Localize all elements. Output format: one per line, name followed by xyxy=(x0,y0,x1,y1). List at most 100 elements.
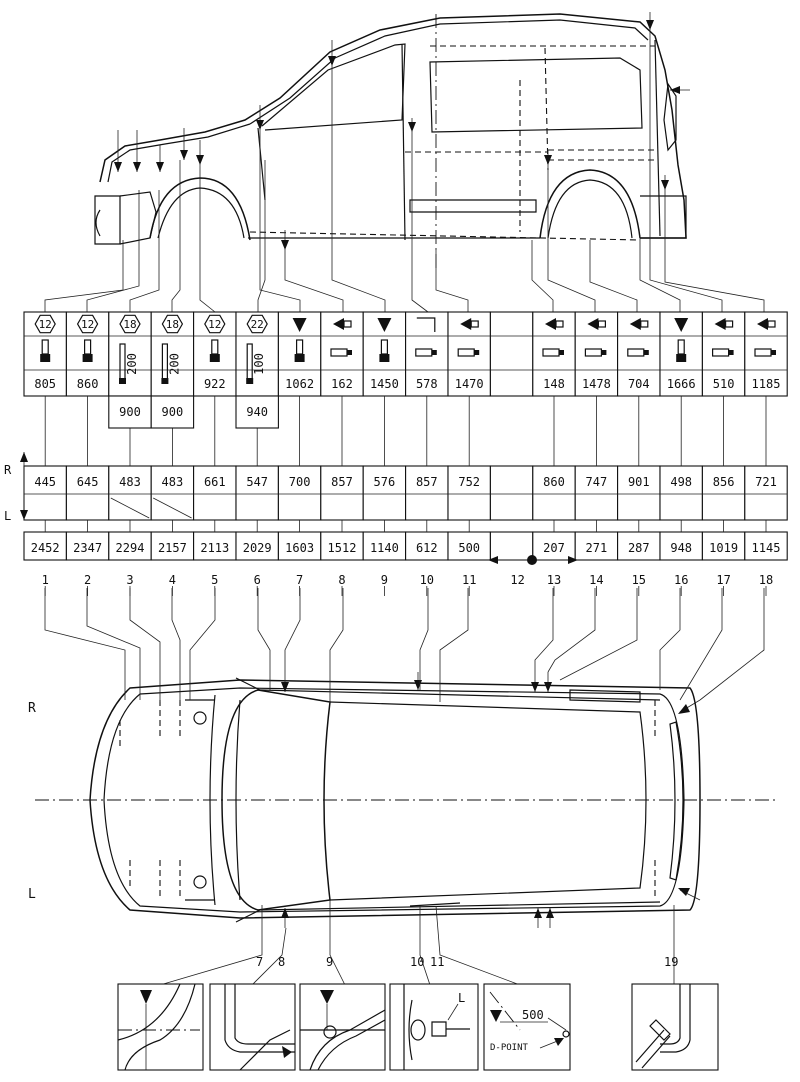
datum-dot xyxy=(527,555,537,565)
detail-point-7 xyxy=(117,983,204,1071)
table-cell-length xyxy=(617,531,661,561)
height-value: 578 xyxy=(416,377,438,391)
width-value: 747 xyxy=(586,475,608,489)
length-value: 1512 xyxy=(328,541,357,555)
extension-bar-base xyxy=(119,378,126,384)
length-value: 271 xyxy=(586,541,608,555)
extra-height-value: 940 xyxy=(246,405,268,419)
extra-height-cell xyxy=(235,395,279,429)
bolt-size-label: 18 xyxy=(166,318,179,331)
length-value: 948 xyxy=(670,541,692,555)
side-label-right-upper: R xyxy=(4,463,12,477)
table-cell-width xyxy=(362,465,407,521)
arrow-left-icon xyxy=(714,318,726,330)
extension-length: 200 xyxy=(125,353,139,375)
table-cell-width xyxy=(277,465,322,521)
bottom-callouts: 7 8 9 10 11 19 xyxy=(159,900,678,986)
detail-dpoint: D-POINT xyxy=(490,1043,529,1053)
extra-height-value: 900 xyxy=(162,405,184,419)
side-adapter-tip xyxy=(728,350,734,355)
callout-19: 19 xyxy=(664,955,678,969)
side-adapter-tip xyxy=(431,350,437,355)
table-cell-length xyxy=(532,531,576,561)
point-number: 7 xyxy=(296,573,303,587)
arrow-down-icon xyxy=(674,318,689,332)
height-value: 922 xyxy=(204,377,226,391)
detail-boxes: L 500 D-POINT xyxy=(117,983,719,1071)
measurement-table: 1280544524521128606452347218200900483229… xyxy=(23,311,788,596)
point-number: 8 xyxy=(338,573,345,587)
point-number: 16 xyxy=(674,573,688,587)
width-side-marker: R L xyxy=(4,452,28,523)
detail-point-10: L xyxy=(389,983,479,1071)
width-value: 498 xyxy=(670,475,692,489)
table-cell-length xyxy=(320,531,364,561)
arrow-left-icon xyxy=(333,318,344,330)
extra-height-value: 900 xyxy=(119,405,141,419)
arrow-left-icon xyxy=(587,318,599,330)
bolt-size-hex-icon xyxy=(161,314,184,334)
height-value: 805 xyxy=(34,377,56,391)
length-value: 207 xyxy=(543,541,565,555)
arrow-left-tail xyxy=(640,320,649,328)
width-value: 856 xyxy=(713,475,735,489)
extension-bar-base xyxy=(246,378,254,384)
callout-10: 10 xyxy=(410,955,424,969)
bolt-size-hex-icon xyxy=(76,314,99,334)
point-number: 2 xyxy=(84,573,91,587)
side-label-left-plan: L xyxy=(28,887,36,902)
width-value: 857 xyxy=(331,475,353,489)
length-value: 1019 xyxy=(709,541,738,555)
height-value: 1185 xyxy=(752,377,781,391)
bolt-adapter-base xyxy=(294,354,305,362)
arrow-left-tail xyxy=(767,320,776,328)
extension-length: 100 xyxy=(252,353,266,375)
side-view-vehicle xyxy=(94,12,690,270)
detail-point-8 xyxy=(209,983,296,1071)
point-number: 11 xyxy=(462,573,476,587)
point-number: 4 xyxy=(169,573,176,587)
width-value: 547 xyxy=(246,475,268,489)
bolt-size-label: 18 xyxy=(123,318,136,331)
width-value: 857 xyxy=(416,475,438,489)
side-adapter-tip xyxy=(474,350,480,355)
point-number: 10 xyxy=(420,573,434,587)
height-value: 860 xyxy=(77,377,99,391)
width-value: 645 xyxy=(77,475,99,489)
length-value: 1603 xyxy=(285,541,314,555)
side-adapter-tip xyxy=(347,350,352,355)
length-value: 2029 xyxy=(243,541,272,555)
arrow-down-icon xyxy=(377,318,392,332)
bolt-adapter-base xyxy=(676,354,687,362)
table-cell-length xyxy=(277,531,322,561)
detail-point-19 xyxy=(631,983,719,1071)
arrow-left-icon xyxy=(460,318,472,330)
datum-point xyxy=(488,555,578,565)
width-value: 901 xyxy=(628,475,650,489)
callout-7: 7 xyxy=(256,955,263,969)
length-value: 1145 xyxy=(752,541,781,555)
table-cell-length xyxy=(65,531,110,561)
height-value: 1062 xyxy=(285,377,314,391)
bolt-adapter-base xyxy=(40,354,51,362)
point-number: 17 xyxy=(716,573,730,587)
callout-9: 9 xyxy=(326,955,333,969)
width-value: 445 xyxy=(34,475,56,489)
detail-dim-500: 500 xyxy=(522,1008,544,1022)
point-number: 1 xyxy=(42,573,49,587)
side-adapter-tip xyxy=(559,350,564,355)
arrow-left-icon xyxy=(757,318,768,330)
width-slant-mark xyxy=(110,497,150,519)
width-value: 860 xyxy=(543,475,565,489)
point-number: 15 xyxy=(632,573,646,587)
datum-point-number: 12 xyxy=(510,573,524,587)
table-cell-width xyxy=(235,465,279,521)
width-value: 700 xyxy=(289,475,311,489)
length-value: 2113 xyxy=(200,541,229,555)
bolt-size-hex-icon xyxy=(246,314,268,334)
height-value: 510 xyxy=(713,377,735,391)
point-number: 9 xyxy=(381,573,388,587)
width-value: 661 xyxy=(204,475,226,489)
width-value: 752 xyxy=(458,475,480,489)
